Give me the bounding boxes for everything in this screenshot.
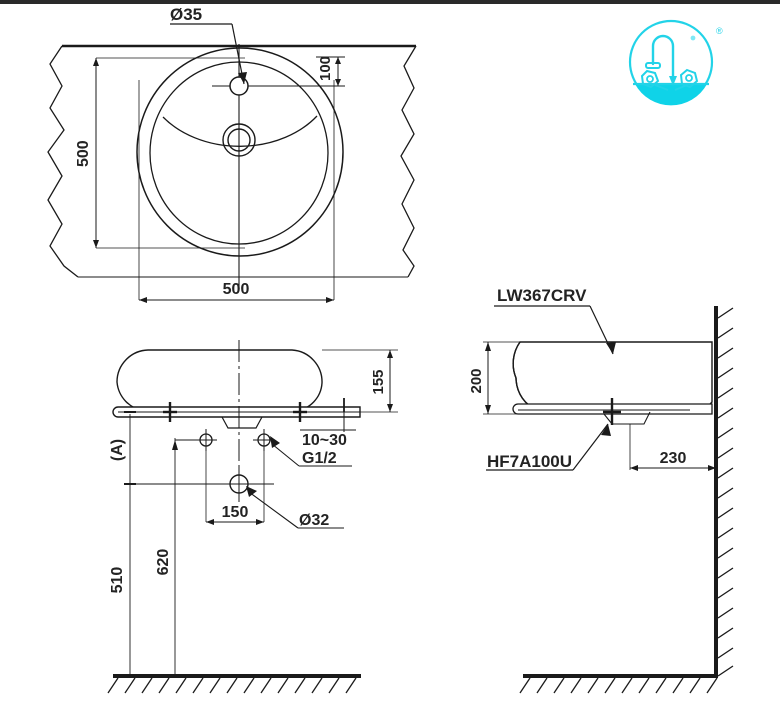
callout-basin-model: LW367CRV xyxy=(497,286,587,305)
dia32-arrowhead xyxy=(246,486,257,497)
dim-g12: G1/2 xyxy=(302,450,337,467)
mark-A: (A) xyxy=(109,439,126,461)
dia35-arrowhead xyxy=(238,72,247,84)
dim500h-arrow-left xyxy=(139,297,147,303)
dim-500-horizontal: 500 xyxy=(223,281,250,298)
basin-body-outline xyxy=(116,349,323,412)
logo-splash-left xyxy=(654,84,669,91)
dim150-arrow-right xyxy=(256,519,264,525)
drain-inner-circle xyxy=(227,128,251,152)
waste-outlet xyxy=(206,466,274,502)
dim100-arrow-top xyxy=(335,57,341,64)
left-break-line xyxy=(47,45,79,278)
dim500v-arrow-bottom xyxy=(93,240,99,248)
logo-faucet-spout xyxy=(651,34,675,84)
dim-dia35: Ø35 xyxy=(170,5,202,24)
dim230-arrow-left xyxy=(630,465,638,471)
logo-water-arrow xyxy=(669,76,677,86)
dim-620: 620 xyxy=(155,549,172,576)
logo-flower-right xyxy=(679,68,699,89)
right-break-line xyxy=(400,45,417,278)
top-border-strip xyxy=(0,0,780,4)
dim-150: 150 xyxy=(222,504,249,521)
top-view-group: Ø35 100 500 500 xyxy=(47,5,417,303)
logo-basin-fill xyxy=(635,84,707,106)
g12-arrowhead xyxy=(270,436,280,448)
dim500h-arrow-right xyxy=(326,297,334,303)
slab-fixing-marks xyxy=(163,402,307,422)
dim-200: 200 xyxy=(468,368,485,393)
hf7a100u-arrowhead xyxy=(601,424,611,436)
dim230-arrow-right xyxy=(708,465,716,471)
lw367crv-arrowhead xyxy=(606,342,616,354)
basin-side-front-curve xyxy=(512,341,539,411)
brand-logo: ® xyxy=(617,12,725,116)
dim155-arrow-bottom xyxy=(387,404,393,412)
dim-500-vertical: 500 xyxy=(75,140,92,167)
side-elevation-group: 200 LW367CRV HF7A100U 230 xyxy=(468,286,734,694)
g12-leader-line xyxy=(271,443,300,467)
dim155-arrow-top xyxy=(387,350,393,358)
dim-510: 510 xyxy=(109,567,126,594)
drain-outer-circle xyxy=(222,123,256,157)
dia32-leader-line xyxy=(248,491,299,529)
drain-dip-side xyxy=(603,411,651,425)
dim500v-arrow-top xyxy=(93,58,99,66)
tap-hole-circle xyxy=(229,76,249,96)
dim-dia32: Ø32 xyxy=(299,512,329,529)
floor-hatching-right xyxy=(519,677,718,694)
dim200-arrow-bottom xyxy=(485,405,491,414)
logo-faucet-head xyxy=(645,62,661,69)
dim-gap-10-30: 10~30 xyxy=(302,432,347,449)
floor-hatching-left xyxy=(107,677,357,694)
wall-hatching xyxy=(717,307,734,677)
logo-registered-mark: ® xyxy=(716,26,723,36)
drain-dip-profile xyxy=(221,416,263,429)
dim100-arrow-bottom xyxy=(335,79,341,86)
dim200-arrow-top xyxy=(485,342,491,351)
dim150-arrow-left xyxy=(206,519,214,525)
faucet-fixing-mark xyxy=(603,398,621,425)
front-elevation-group: 155 10~30 xyxy=(107,340,398,694)
logo-splash-right xyxy=(674,84,688,91)
dim-155: 155 xyxy=(370,369,387,394)
faucet-deck-arc xyxy=(162,115,318,147)
basin-outer-rim xyxy=(136,47,344,257)
callout-faucet-model: HF7A100U xyxy=(487,452,572,471)
logo-flower-left xyxy=(640,69,660,89)
logo-droplet xyxy=(690,35,696,41)
faucet-flower-emblem-icon: ® xyxy=(628,19,723,106)
dim-230: 230 xyxy=(660,450,687,467)
hf7a100u-leader-line xyxy=(572,423,609,471)
dim-100: 100 xyxy=(317,56,334,81)
dim620-arrow-top xyxy=(172,440,178,450)
